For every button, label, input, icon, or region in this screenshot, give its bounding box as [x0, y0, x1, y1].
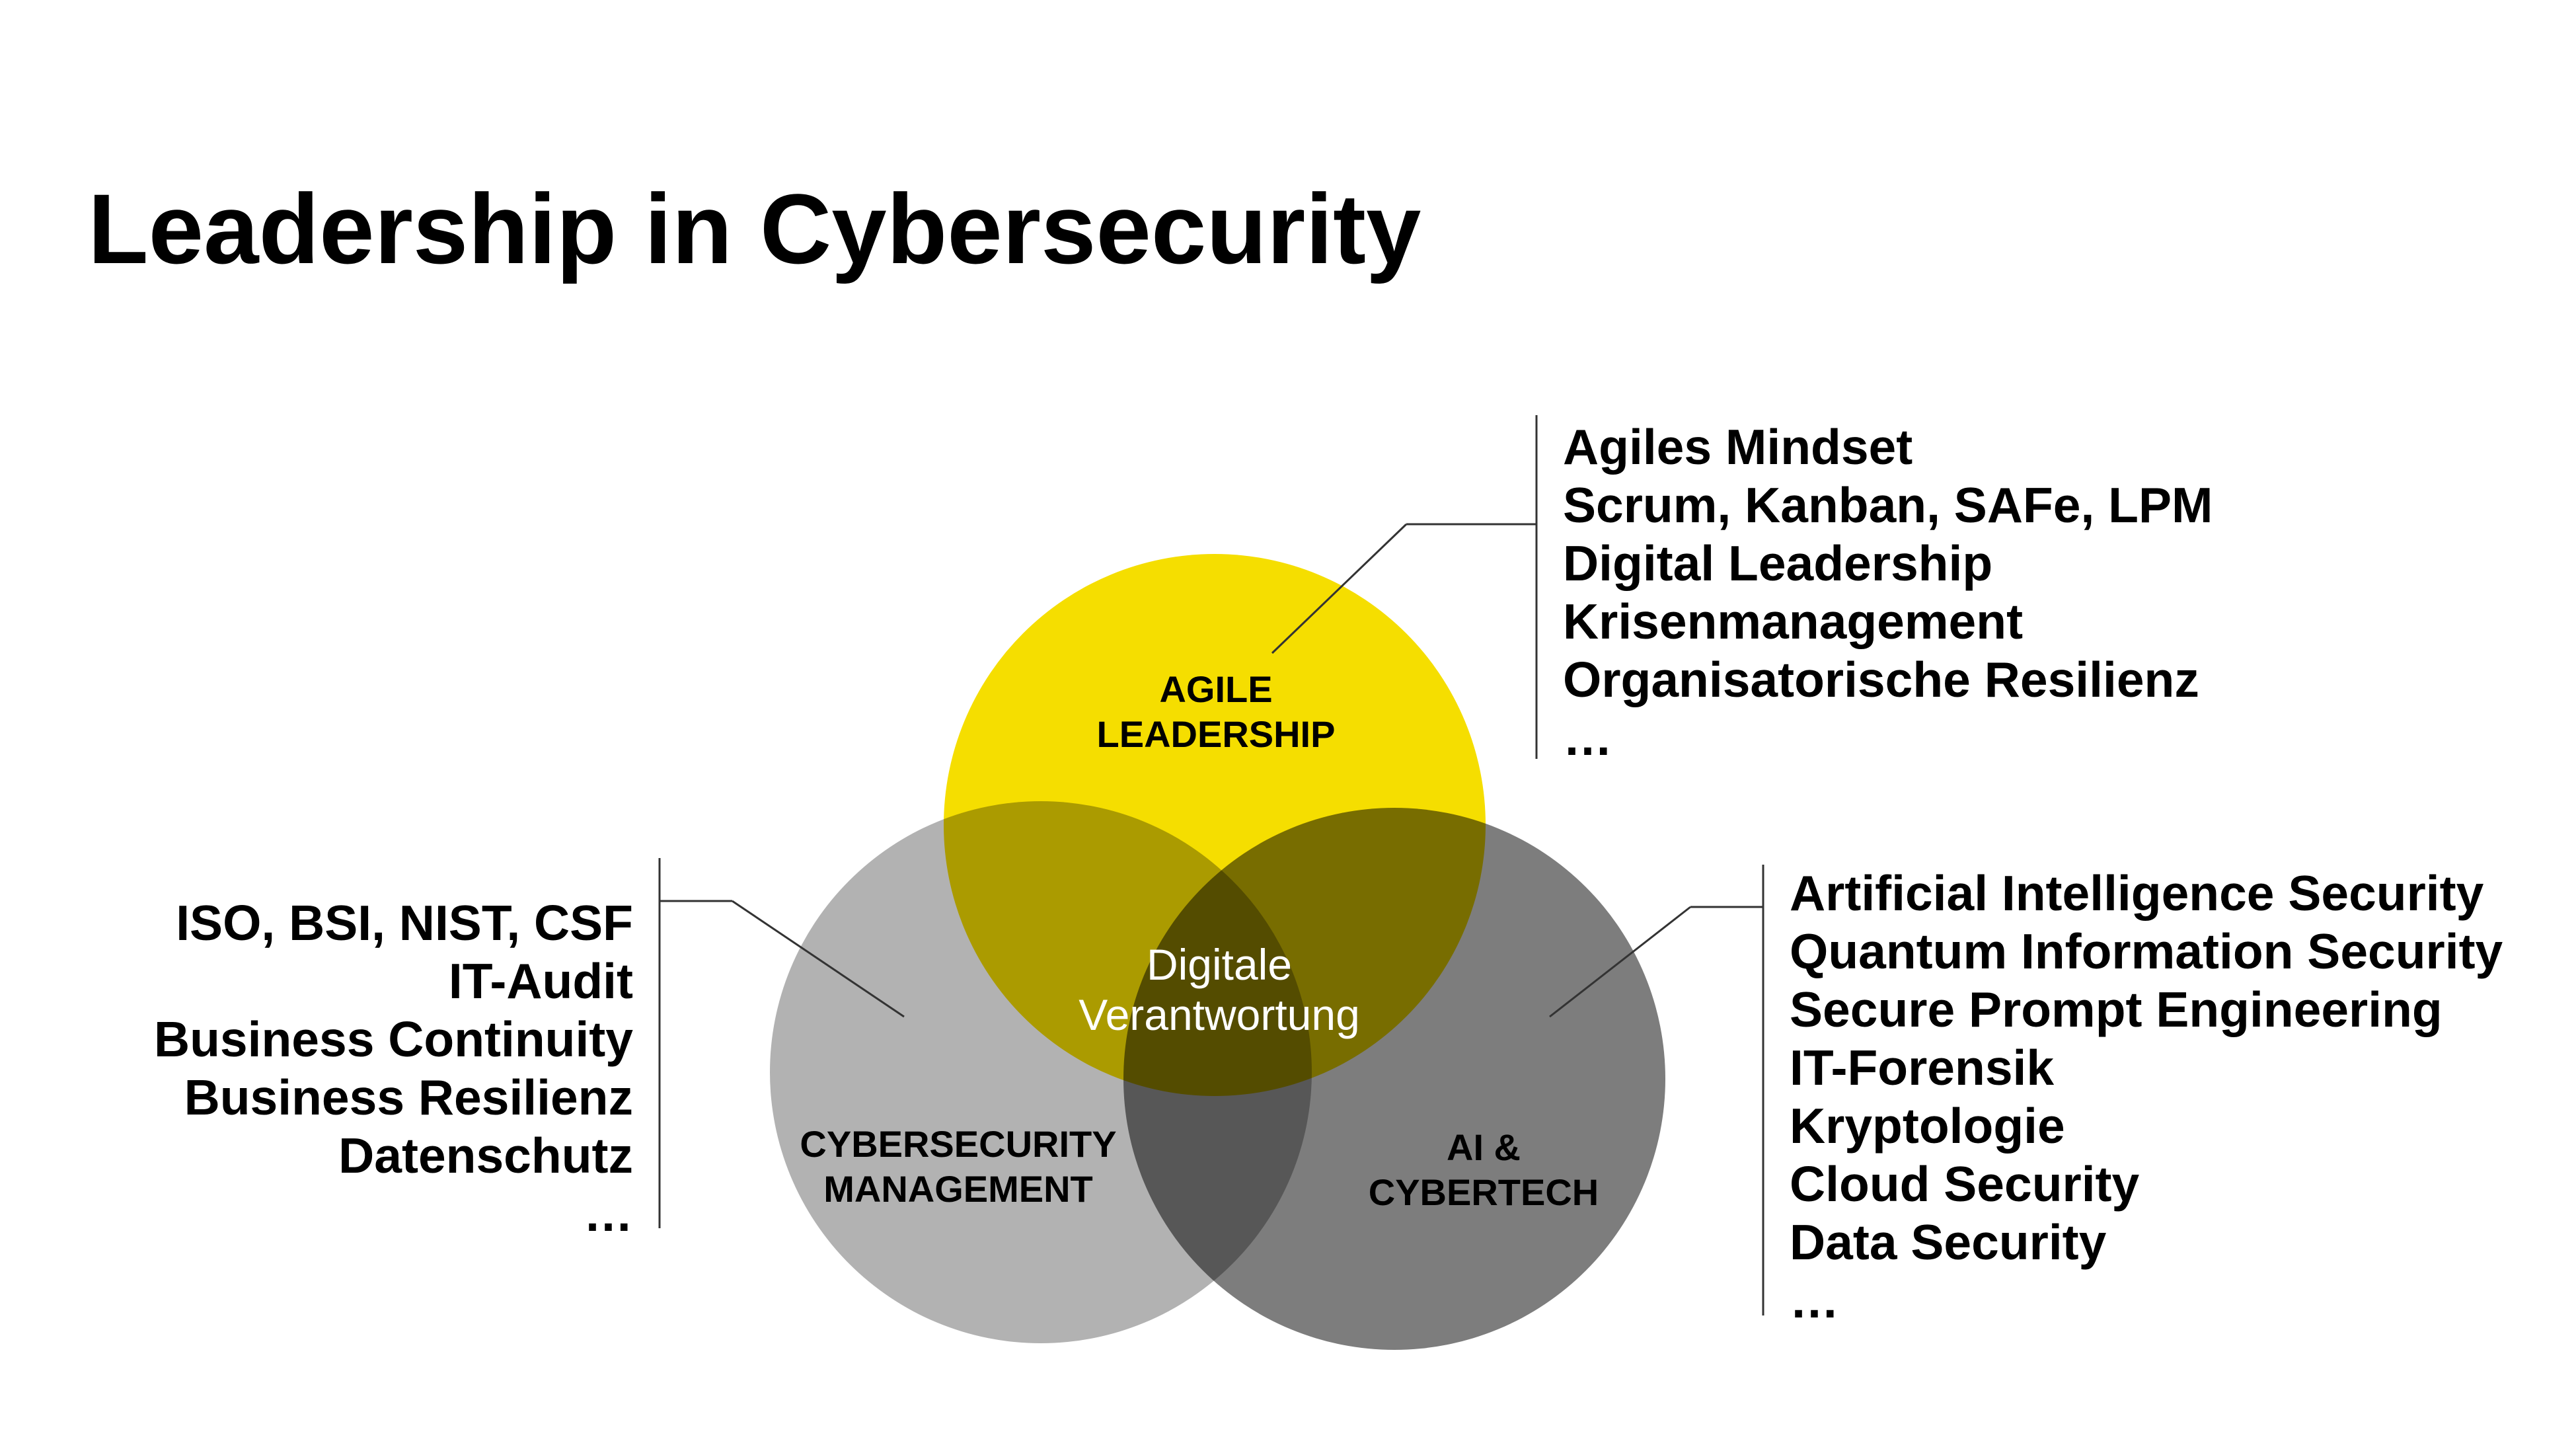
- ai-list-item: …: [1790, 1273, 1839, 1328]
- cyber-list-item: Business Continuity: [154, 1011, 633, 1067]
- agile-label-line2: LEADERSHIP: [1097, 713, 1336, 755]
- cyber-list-item: Datenschutz: [338, 1128, 633, 1183]
- page-title: Leadership in Cybersecurity: [88, 173, 1421, 284]
- ai-label-line1: AI &: [1447, 1126, 1521, 1168]
- cyber-connector-diagonal: [732, 900, 905, 1018]
- ai-topics-list: Artificial Intelligence SecurityQuantum …: [1790, 865, 2503, 1328]
- agile-list-item: Scrum, Kanban, SAFe, LPM: [1563, 477, 2213, 533]
- ai-list-item: IT-Forensik: [1790, 1040, 2054, 1095]
- cyber-list-item: ISO, BSI, NIST, CSF: [176, 895, 633, 951]
- ai-list-item: Kryptologie: [1790, 1098, 2065, 1154]
- venn-circles: [770, 554, 1665, 1350]
- agile-list-item: Organisatorische Resilienz: [1563, 652, 2199, 707]
- agile-connector-diagonal: [1271, 523, 1408, 654]
- ai-list-item: Secure Prompt Engineering: [1790, 982, 2443, 1037]
- ai-list-item: Data Security: [1790, 1214, 2107, 1270]
- center-label-line1: Digitale: [1147, 940, 1292, 989]
- center-label-line2: Verantwortung: [1079, 990, 1360, 1039]
- cyber-list-item: …: [584, 1186, 633, 1241]
- ai-connector: [1549, 865, 1764, 1315]
- ai-label-line2: CYBERTECH: [1369, 1171, 1599, 1213]
- agile-list-item: Krisenmanagement: [1563, 594, 2023, 649]
- cyber-list-item: Business Resilienz: [184, 1070, 633, 1125]
- circle-ai-cybertech[interactable]: [1123, 808, 1665, 1350]
- cyber-label-line1: CYBERSECURITY: [800, 1123, 1116, 1165]
- agile-list-item: Digital Leadership: [1563, 535, 1992, 591]
- agile-list-item: Agiles Mindset: [1563, 419, 1913, 475]
- ai-list-item: Artificial Intelligence Security: [1790, 865, 2484, 921]
- agile-connector: [1271, 415, 1538, 759]
- cyber-connector: [658, 858, 905, 1228]
- agile-list-item: …: [1563, 710, 1612, 765]
- cyber-label-line2: MANAGEMENT: [823, 1168, 1093, 1210]
- ai-list-item: Cloud Security: [1790, 1156, 2140, 1212]
- cyber-list-item: IT-Audit: [449, 953, 633, 1009]
- agile-label-line1: AGILE: [1159, 668, 1272, 710]
- ai-list-item: Quantum Information Security: [1790, 923, 2503, 979]
- ai-connector-diagonal: [1549, 906, 1691, 1018]
